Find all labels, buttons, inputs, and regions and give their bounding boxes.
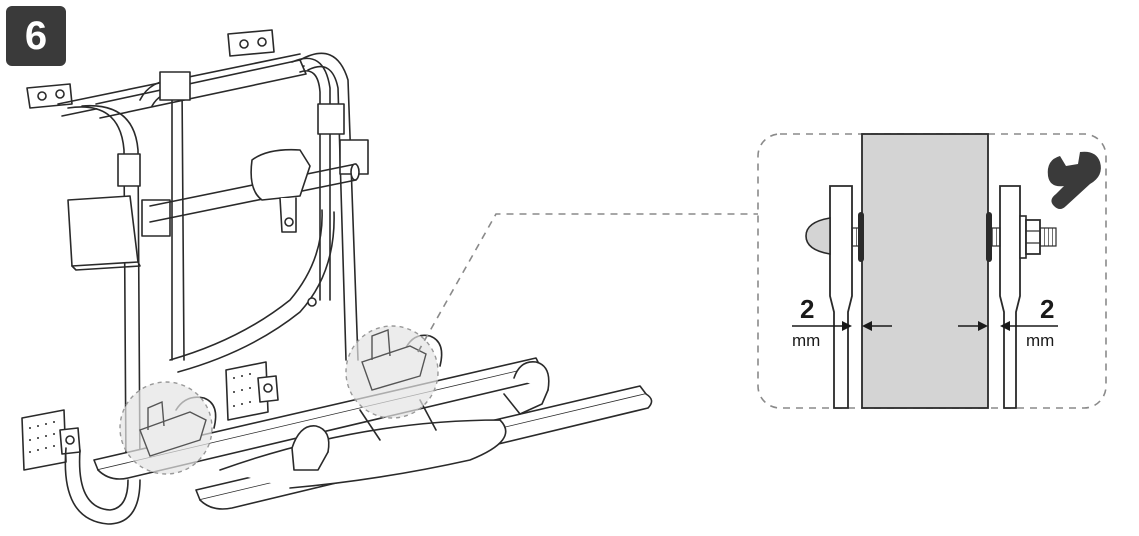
nut [1025,219,1041,255]
bolt-head [805,217,831,255]
left-plate [829,185,853,409]
top-wall-bracket-left [26,83,73,109]
wheel-strap-1 [291,425,330,471]
detail-leader-line [417,213,758,353]
bottom-wall-bracket-left [21,409,81,471]
left-gap-value: 2 [800,294,814,324]
detail-inset: 2 mm 2 mm [757,133,1107,409]
right-gap-dimension [958,321,1058,331]
left-gap-dimension [792,321,892,331]
top-wall-bracket-right [227,29,275,57]
step-number-badge: 6 [6,6,66,66]
left-gap-unit: mm [792,331,820,350]
tube-section [861,133,989,409]
right-gap-unit: mm [1026,331,1054,350]
bike-rack [21,29,653,525]
wrench-icon [1047,151,1101,209]
bottom-wall-bracket-right [225,361,279,421]
wheel-strap-2 [503,361,550,415]
right-gap-value: 2 [1040,294,1054,324]
